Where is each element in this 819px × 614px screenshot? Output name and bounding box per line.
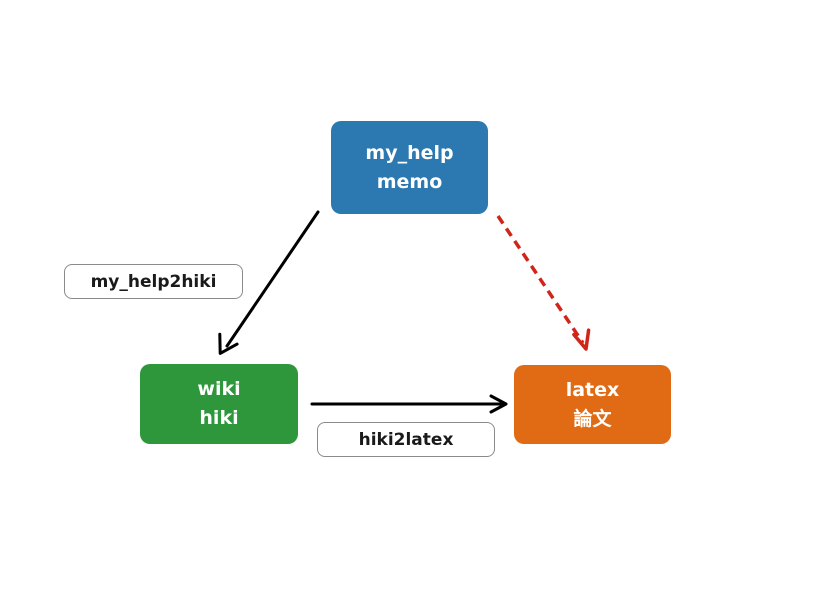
node-wiki-subtitle: hiki	[199, 407, 239, 429]
node-my-help-subtitle: memo	[376, 170, 443, 193]
edge-wiki-to-latex	[310, 394, 508, 414]
node-wiki-title: wiki	[197, 378, 241, 400]
edge-myhelp-to-wiki	[218, 210, 320, 355]
node-latex-title: latex	[565, 378, 620, 401]
edge-label-hiki2latex: hiki2latex	[317, 422, 495, 457]
edge-label-my-help2hiki: my_help2hiki	[64, 264, 243, 299]
node-wiki: wiki hiki	[140, 364, 298, 444]
edge-myhelp-to-latex-dashed	[496, 215, 591, 351]
node-my-help: my_help memo	[331, 121, 488, 214]
node-latex: latex 論文	[514, 365, 671, 444]
node-my-help-title: my_help	[365, 141, 454, 164]
node-latex-subtitle: 論文	[573, 407, 612, 430]
